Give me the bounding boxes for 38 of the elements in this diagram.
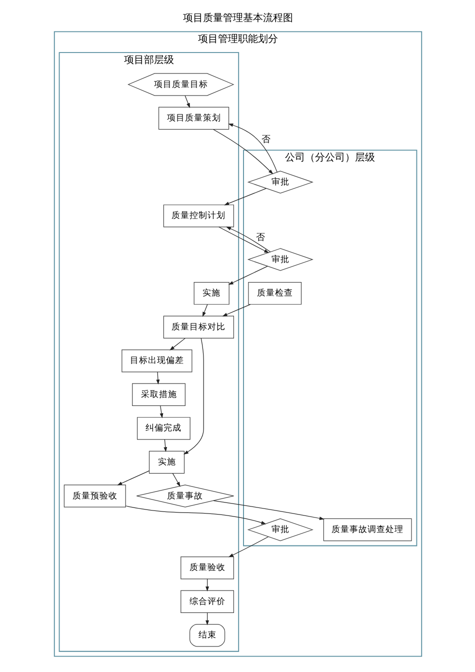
arrow <box>228 536 268 558</box>
arrow <box>202 304 208 317</box>
arrow <box>228 266 268 285</box>
arrow <box>212 500 324 520</box>
arrow <box>163 439 167 452</box>
node-box: 结束 <box>188 624 225 647</box>
node-box: 质量控制计划 <box>162 204 234 228</box>
node-box: 综合评价 <box>180 590 234 613</box>
arrow <box>226 226 270 252</box>
node-box: 项目质量策划 <box>158 106 229 130</box>
arrow <box>124 506 266 524</box>
node-diamond: 审批 <box>246 518 313 542</box>
node-box: 质量预验收 <box>63 484 126 508</box>
arrow <box>228 124 277 172</box>
arrow <box>184 95 190 108</box>
node-box: 采取措施 <box>132 383 185 406</box>
node-box: 质量验收 <box>180 556 234 580</box>
arrow <box>169 338 186 350</box>
node-box: 质量事故调查处理 <box>322 518 412 542</box>
arrow <box>183 338 204 454</box>
arrow <box>222 304 250 316</box>
arrow <box>159 405 163 418</box>
node-box: 质量检查 <box>248 282 302 305</box>
arrow <box>116 470 149 486</box>
arrow <box>156 372 160 384</box>
node-box: 实施 <box>193 282 229 305</box>
diagram-title: 项目质量管理基本流程图 <box>182 13 292 24</box>
arrow <box>172 473 180 487</box>
arrow <box>212 129 273 174</box>
node-box: 目标出现偏差 <box>121 350 192 372</box>
arrow <box>218 226 269 254</box>
node-diamond: 质量事故 <box>136 484 234 508</box>
arrow <box>224 188 266 206</box>
node-box: 纠偏完成 <box>136 417 190 440</box>
edge-label: 否 <box>261 134 270 146</box>
edge-label: 否 <box>256 232 265 243</box>
node-box: 实施 <box>148 450 184 474</box>
node-box: 质量目标对比 <box>162 316 234 338</box>
